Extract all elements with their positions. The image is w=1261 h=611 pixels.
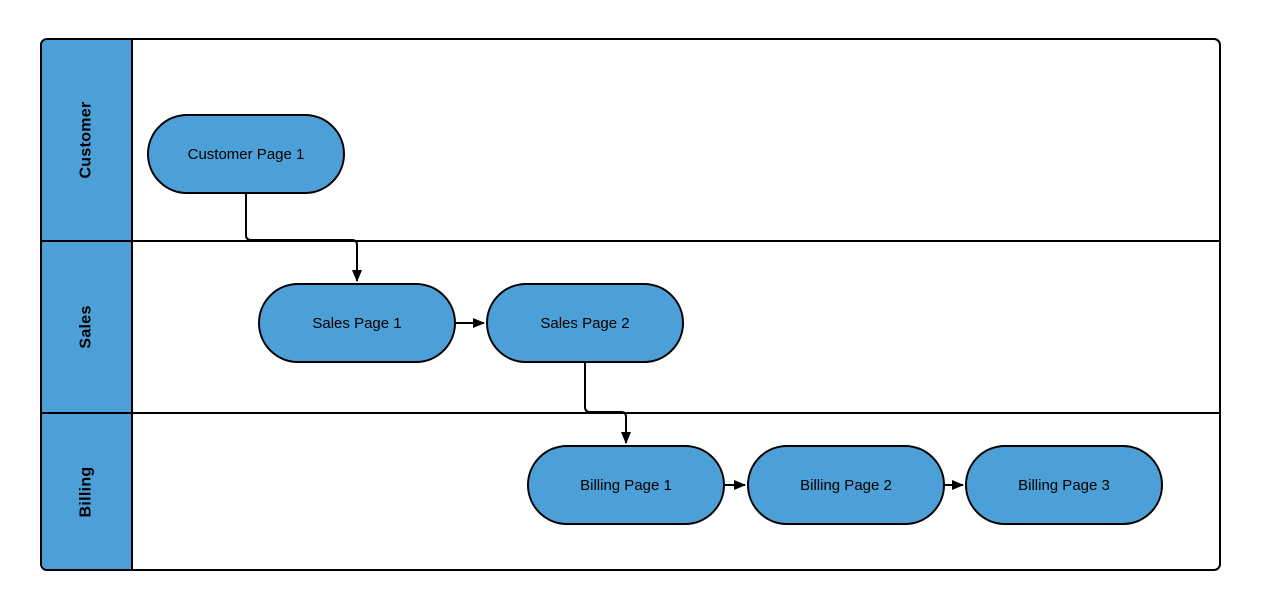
node-billing-page-1[interactable]: Billing Page 1	[527, 445, 725, 525]
node-billing-page-3[interactable]: Billing Page 3	[965, 445, 1163, 525]
node-label: Customer Page 1	[187, 145, 305, 163]
lane-header-sales: Sales	[42, 242, 133, 412]
node-customer-page-1[interactable]: Customer Page 1	[147, 114, 345, 194]
node-label: Billing Page 1	[580, 476, 672, 494]
node-label: Sales Page 1	[312, 314, 402, 332]
lane-label-customer: Customer	[77, 101, 95, 179]
lane-label-sales: Sales	[77, 305, 95, 349]
node-label: Billing Page 3	[1018, 476, 1110, 494]
lane-billing: Billing	[42, 412, 1219, 569]
lane-label-billing: Billing	[77, 466, 95, 517]
node-sales-page-1[interactable]: Sales Page 1	[258, 283, 456, 363]
node-billing-page-2[interactable]: Billing Page 2	[747, 445, 945, 525]
node-label: Sales Page 2	[540, 314, 630, 332]
lane-header-customer: Customer	[42, 40, 133, 240]
lane-customer: Customer	[42, 40, 1219, 240]
node-label: Billing Page 2	[800, 476, 892, 494]
lane-header-billing: Billing	[42, 414, 133, 569]
lane-sales: Sales	[42, 240, 1219, 412]
node-sales-page-2[interactable]: Sales Page 2	[486, 283, 684, 363]
